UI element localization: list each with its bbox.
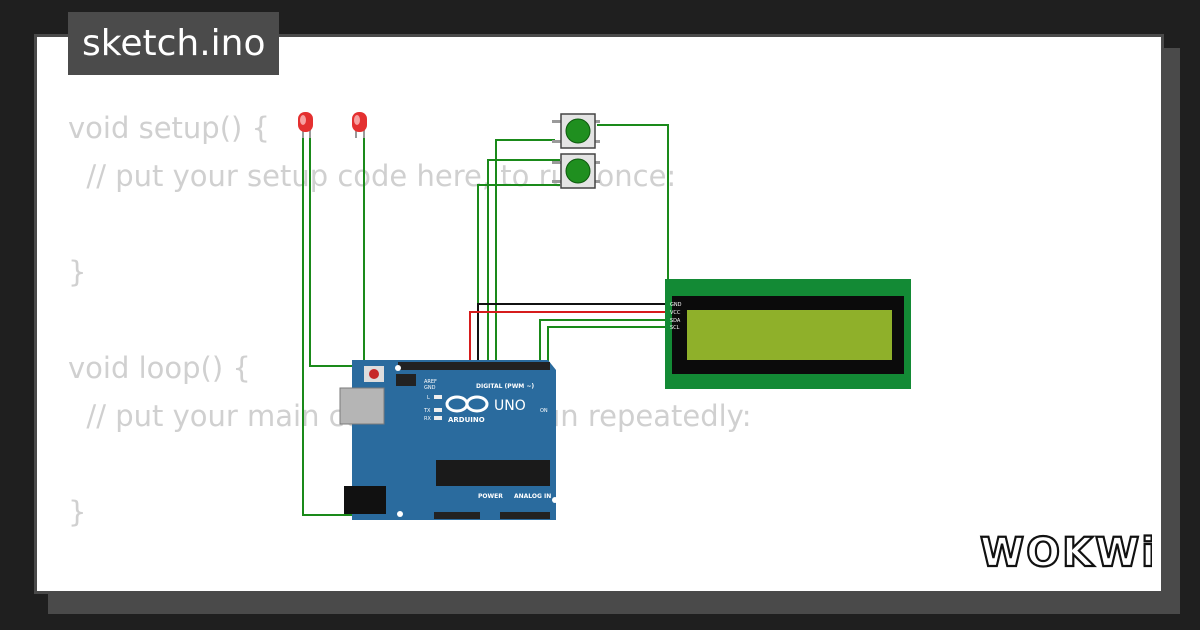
aref-label: AREF — [424, 379, 437, 385]
lcd-display[interactable]: GND VCC SDA SCL — [665, 279, 911, 389]
l-label: L — [427, 395, 430, 401]
board-model: UNO — [494, 398, 526, 414]
wire-scl — [547, 326, 668, 520]
file-tab[interactable]: sketch.ino — [68, 12, 280, 75]
tx-label: TX — [423, 408, 431, 414]
code-line: void setup() { — [68, 111, 270, 145]
wokwi-logo-text: WOKWi — [980, 530, 1152, 576]
digital-label: DIGITAL (PWM ~) — [476, 383, 534, 390]
pushbutton-icon[interactable] — [552, 153, 600, 189]
code-line: // put your setup code here, to run once… — [68, 159, 677, 193]
power-label: POWER — [478, 493, 503, 500]
wire-btn2 — [487, 159, 560, 366]
pushbutton-icon[interactable] — [552, 113, 600, 149]
analog-label: ANALOG IN — [514, 493, 551, 500]
wokwi-logo: WOKWi — [979, 529, 1152, 577]
lcd-pin-scl: SCL — [670, 325, 680, 331]
code-line: } — [68, 495, 87, 529]
board-brand: ARDUINO — [448, 416, 485, 424]
code-editor: void setup() { // put your setup code he… — [68, 104, 752, 536]
on-label: ON — [540, 408, 548, 414]
lcd-pin-vcc: VCC — [670, 310, 681, 316]
wire-sda — [539, 319, 668, 520]
wire-btn-lcd — [597, 124, 669, 296]
lcd-pin-gnd: GND — [670, 302, 682, 308]
wire-btn1 — [495, 139, 555, 366]
led-icon[interactable] — [352, 112, 367, 138]
wire-led1b — [309, 130, 470, 367]
rx-label: RX — [424, 416, 431, 422]
code-line: } — [68, 255, 87, 289]
code-line: void loop() { — [68, 351, 251, 385]
arduino-logo — [445, 395, 489, 413]
led-icon[interactable] — [298, 112, 313, 138]
preview-card — [34, 34, 1164, 594]
arduino-uno-board[interactable]: UNO ARDUINO DIGITAL (PWM ~) POWER ANALOG… — [339, 360, 558, 520]
gnd-label: GND — [424, 385, 436, 391]
lcd-pin-sda: SDA — [670, 318, 681, 324]
